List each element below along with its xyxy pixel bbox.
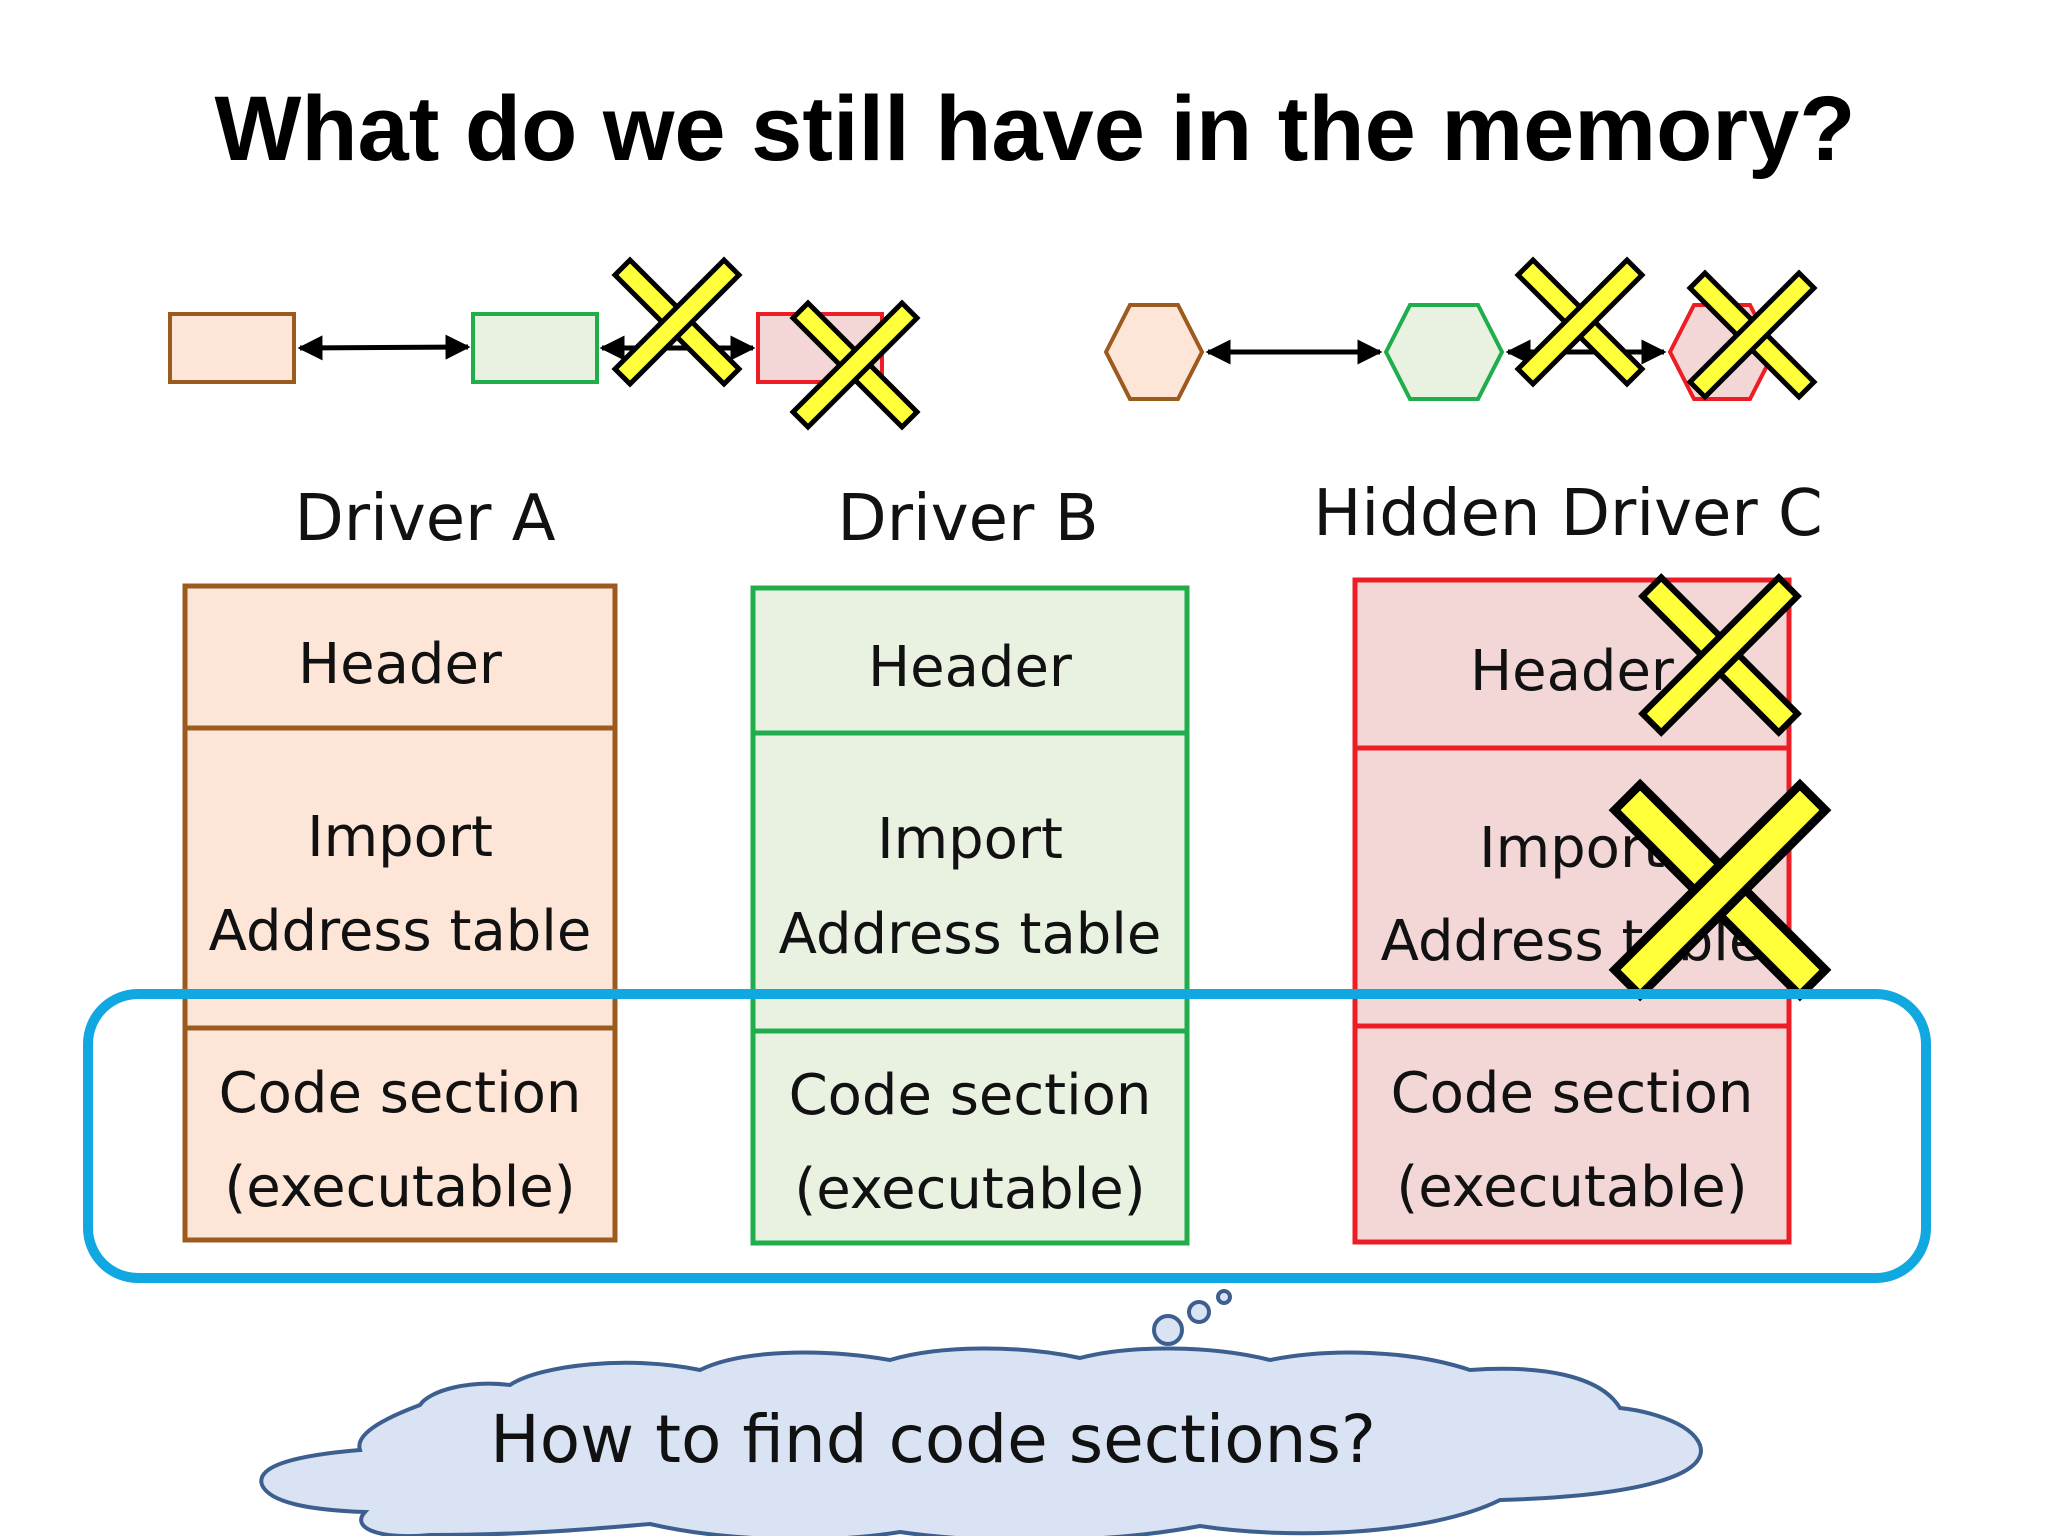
section-label: Code section (219, 1061, 582, 1126)
header-section (182, 583, 618, 731)
section-label: Address table (209, 899, 592, 964)
driver-b-label: Driver B (837, 482, 1098, 556)
section-label: Address table (779, 902, 1162, 967)
driver-b-memory-layout: Header Import Address table Code section… (750, 585, 1190, 1246)
list-node-b (471, 312, 599, 384)
slide-title: What do we still have in the memory? (215, 78, 1856, 180)
section-label: (executable) (1396, 1155, 1747, 1220)
section-label: Import (307, 805, 493, 870)
section-label: (executable) (224, 1155, 575, 1220)
section-label: Import (877, 807, 1063, 872)
thought-bubbles (1152, 1289, 1232, 1346)
section-label: Code section (789, 1063, 1152, 1128)
thought-cloud: How to find code sections? (259, 1346, 1703, 1536)
driver-a-memory-layout: Header Import Address table Code section… (182, 583, 618, 1243)
code-sections-highlight (83, 989, 1931, 1283)
linked-list-hexagons (1103, 260, 1814, 401)
cross-icon (1518, 260, 1642, 384)
code-section (1352, 1023, 1792, 1245)
section-label: Header (868, 635, 1073, 700)
hex-node-a (1103, 303, 1205, 401)
cloud-question: How to find code sections? (490, 1401, 1376, 1478)
section-label: (executable) (794, 1157, 1145, 1222)
import-address-table-section (182, 725, 618, 1031)
import-address-table-section (750, 730, 1190, 1034)
driver-c-memory-layout: Header Import Address table Code section… (1352, 578, 1825, 1245)
driver-c-label: Hidden Driver C (1313, 477, 1822, 551)
linked-list-rects (168, 260, 917, 427)
hex-node-b (1383, 303, 1505, 401)
code-section (750, 1028, 1190, 1246)
section-label: Code section (1391, 1061, 1754, 1126)
code-section (182, 1025, 618, 1243)
driver-a-label: Driver A (294, 482, 555, 556)
section-label: Header (298, 632, 503, 697)
link-arrow-a-b (297, 334, 471, 361)
cross-icon (615, 260, 739, 384)
list-node-a (168, 312, 296, 384)
import-address-table-section (1352, 745, 1792, 1029)
section-label: Header (1470, 639, 1675, 704)
